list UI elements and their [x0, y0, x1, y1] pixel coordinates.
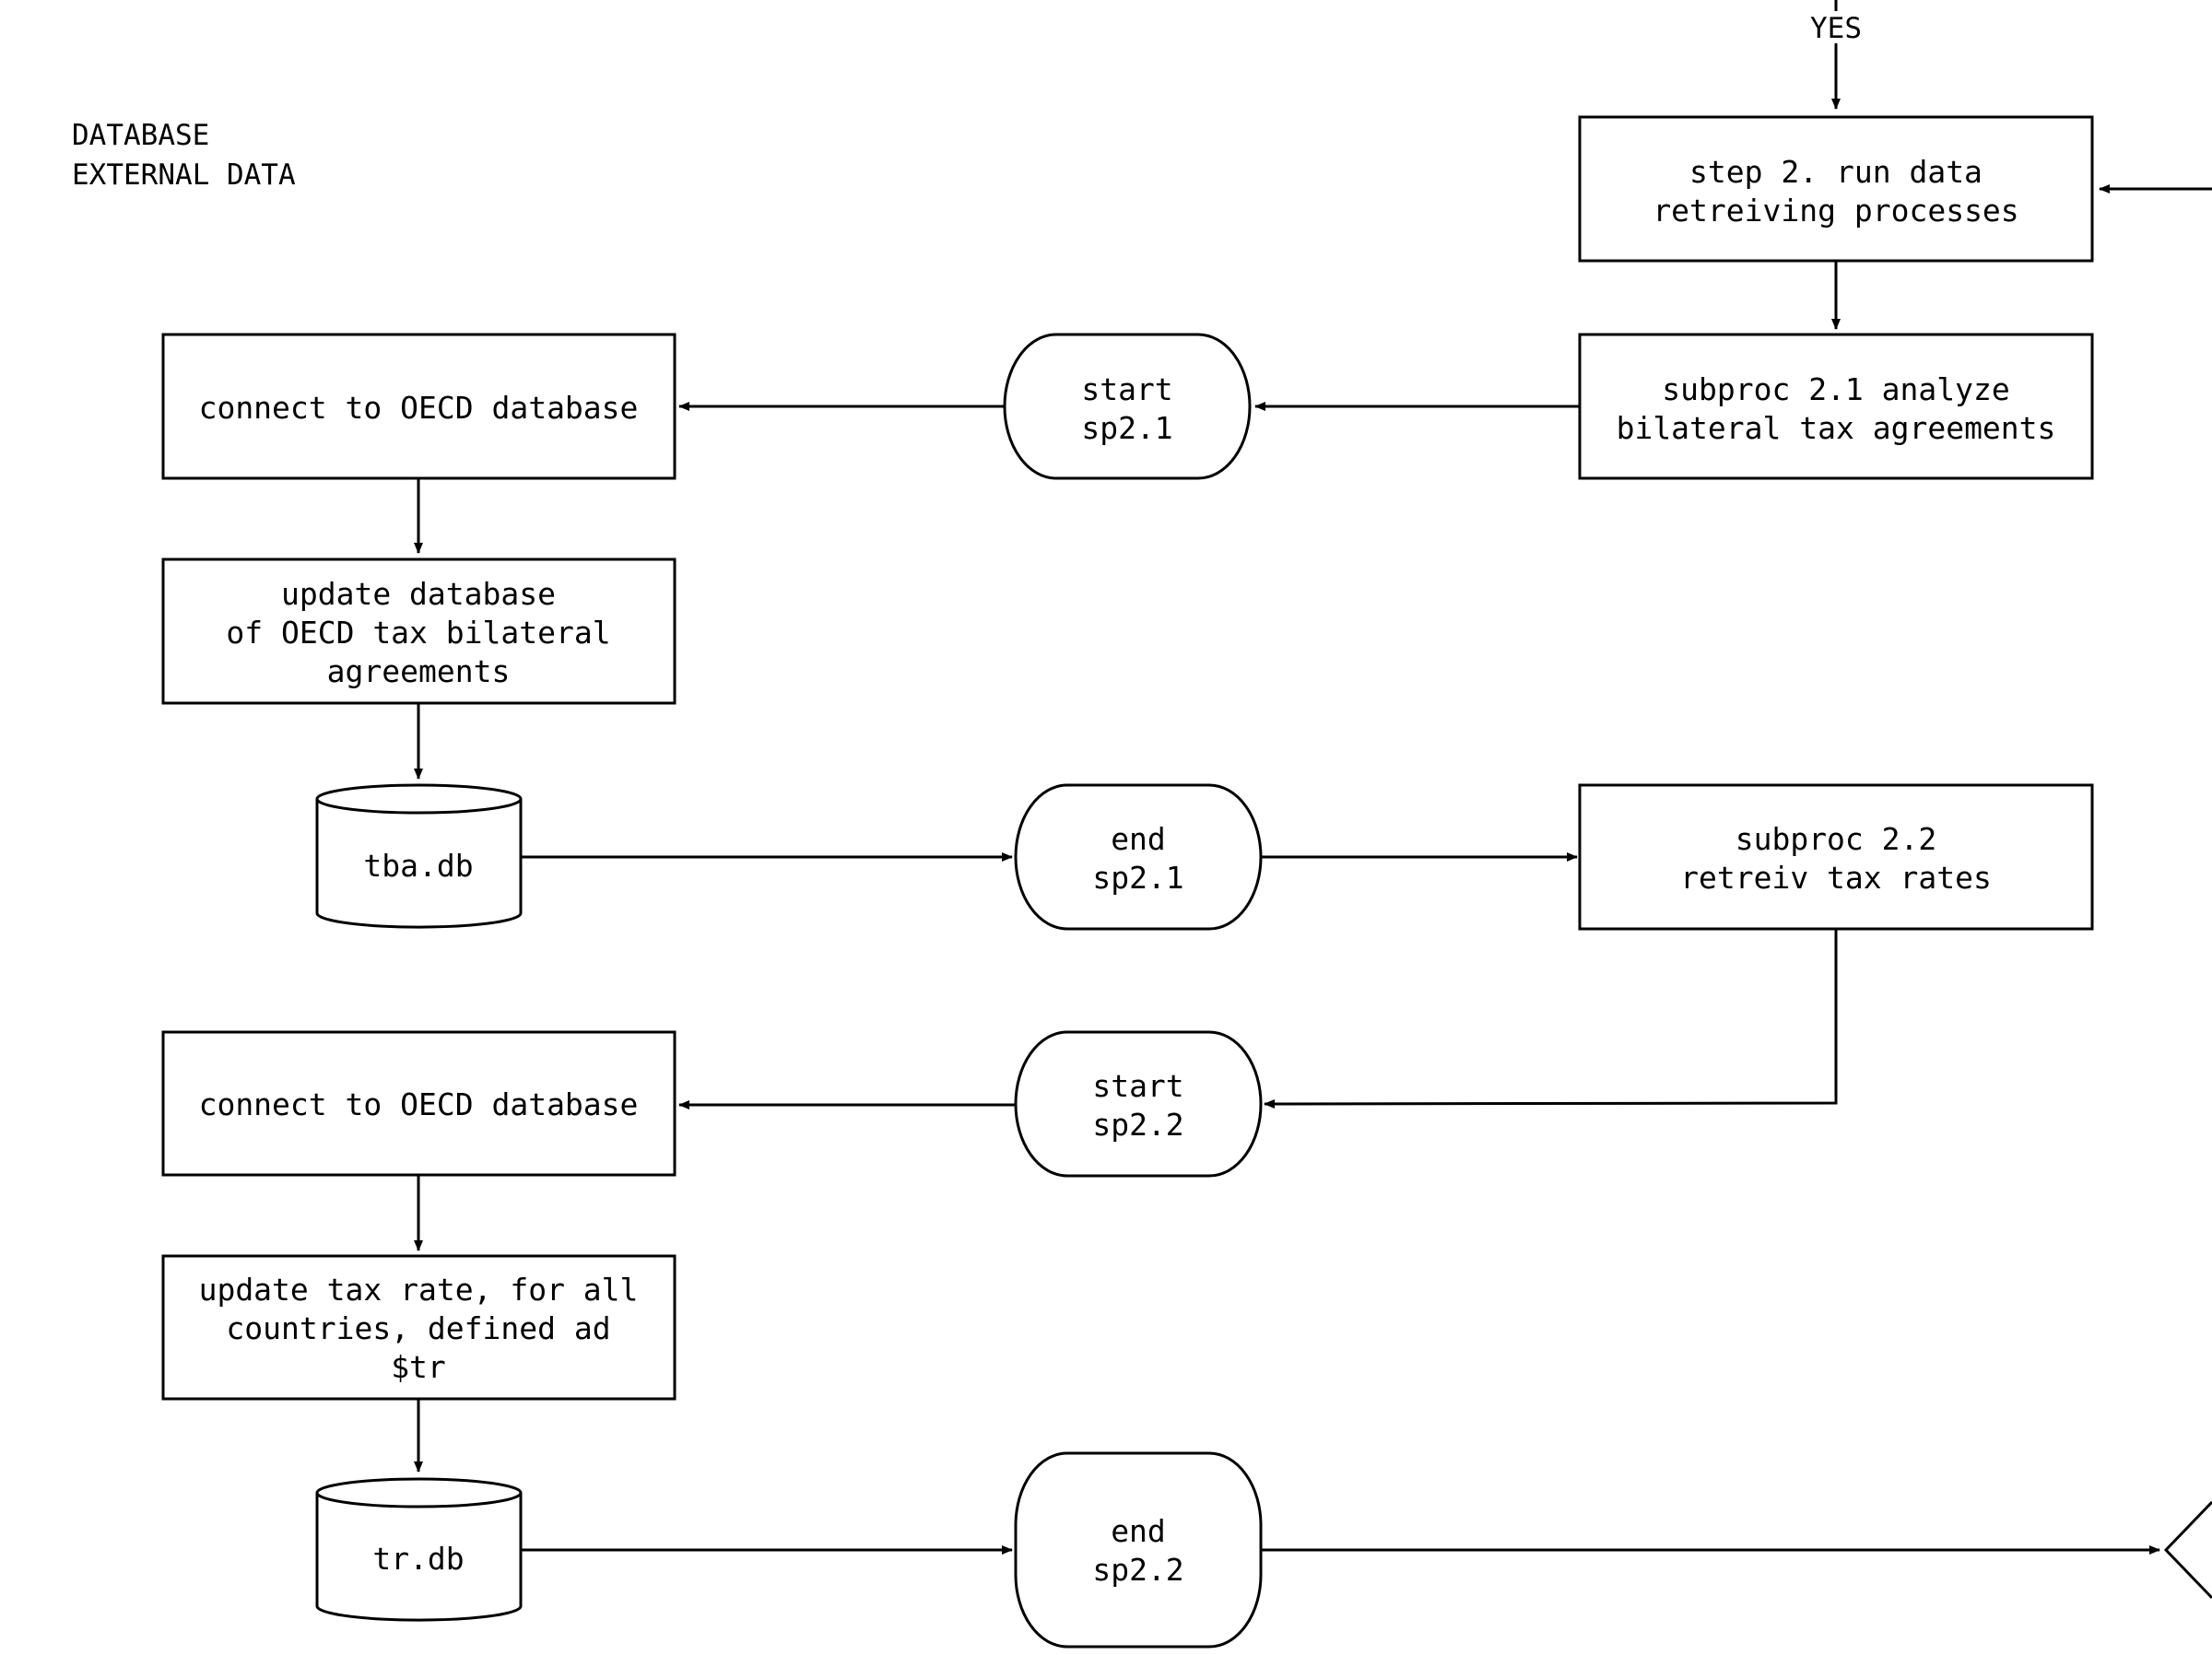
subproc21-line-1: subproc 2.1 analyze [1662, 371, 2010, 407]
connect1-line-1: connect to OECD database [199, 390, 639, 426]
start21-line-2: sp2.1 [1081, 410, 1172, 446]
update2-process[interactable]: update tax rate, for all countries, defi… [161, 1254, 677, 1401]
subproc22-line-2: retreiv tax rates [1680, 860, 1992, 896]
subproc22-line-1: subproc 2.2 [1735, 821, 1937, 857]
tr-db-body [315, 1493, 523, 1622]
step2-box [1578, 115, 2094, 263]
start21-terminal[interactable]: start sp2.1 [1003, 333, 1252, 480]
subproc21-box [1578, 333, 2094, 480]
tr-db-label: tr.db [372, 1541, 464, 1577]
start21-shape [1003, 333, 1252, 480]
external-data-header: DATABASE EXTERNAL DATA [72, 119, 296, 192]
end21-line-1: end [1111, 821, 1166, 857]
end21-shape [1014, 783, 1263, 931]
tba-db-top [315, 783, 523, 815]
tba-db-body [315, 799, 523, 929]
end22-shape [1014, 1451, 1263, 1649]
step2-line-1: step 2. run data [1689, 154, 1983, 190]
end22-line-2: sp2.2 [1092, 1552, 1183, 1588]
header-line-2: EXTERNAL DATA [72, 158, 296, 192]
subproc22-process[interactable]: subproc 2.2 retreiv tax rates [1578, 783, 2094, 931]
start22-shape [1014, 1030, 1263, 1178]
tba-db-label: tba.db [363, 848, 473, 884]
subproc21-line-2: bilateral tax agreements [1617, 410, 2056, 446]
connect1-process[interactable]: connect to OECD database [161, 333, 677, 480]
update1-line-2: of OECD tax bilateral [226, 615, 610, 651]
connect2-box [161, 1030, 677, 1177]
start22-terminal[interactable]: start sp2.2 [1014, 1030, 1263, 1178]
start22-line-1: start [1092, 1068, 1183, 1104]
edges: YES [414, 0, 2212, 1555]
update1-line-3: agreements [327, 653, 511, 689]
header-line-1: DATABASE [72, 119, 209, 152]
update2-line-2: countries, defined ad [226, 1310, 610, 1346]
start22-line-2: sp2.2 [1092, 1107, 1183, 1143]
tr-db-database[interactable]: tr.db [315, 1477, 523, 1622]
yes-label: YES [1810, 12, 1862, 45]
update1-process[interactable]: update database of OECD tax bilateral ag… [161, 558, 677, 705]
update1-line-1: update database [281, 576, 556, 612]
subproc22-box [1578, 783, 2094, 931]
connect2-process[interactable]: connect to OECD database [161, 1030, 677, 1177]
update2-line-3: $tr [391, 1349, 446, 1385]
edge-subproc22-start22 [1264, 929, 1838, 1109]
tba-db-database[interactable]: tba.db [315, 783, 523, 929]
tr-db-top [315, 1477, 523, 1508]
subproc21-process[interactable]: subproc 2.1 analyze bilateral tax agreem… [1578, 333, 2094, 480]
end21-terminal[interactable]: end sp2.1 [1014, 783, 1263, 931]
end22-line-1: end [1111, 1513, 1166, 1549]
update2-box [161, 1254, 677, 1401]
end21-line-2: sp2.1 [1092, 860, 1183, 896]
start21-line-1: start [1081, 371, 1172, 407]
update2-line-1: update tax rate, for all [199, 1272, 639, 1308]
end22-terminal[interactable]: end sp2.2 [1014, 1451, 1263, 1649]
connect2-line-1: connect to OECD database [199, 1086, 639, 1122]
step2-process[interactable]: step 2. run data retreiving processes [1578, 115, 2094, 263]
step2-line-2: retreiving processes [1653, 193, 2018, 229]
update1-box [161, 558, 677, 705]
decision-diamond [2163, 1500, 2212, 1600]
connect1-box [161, 333, 677, 480]
